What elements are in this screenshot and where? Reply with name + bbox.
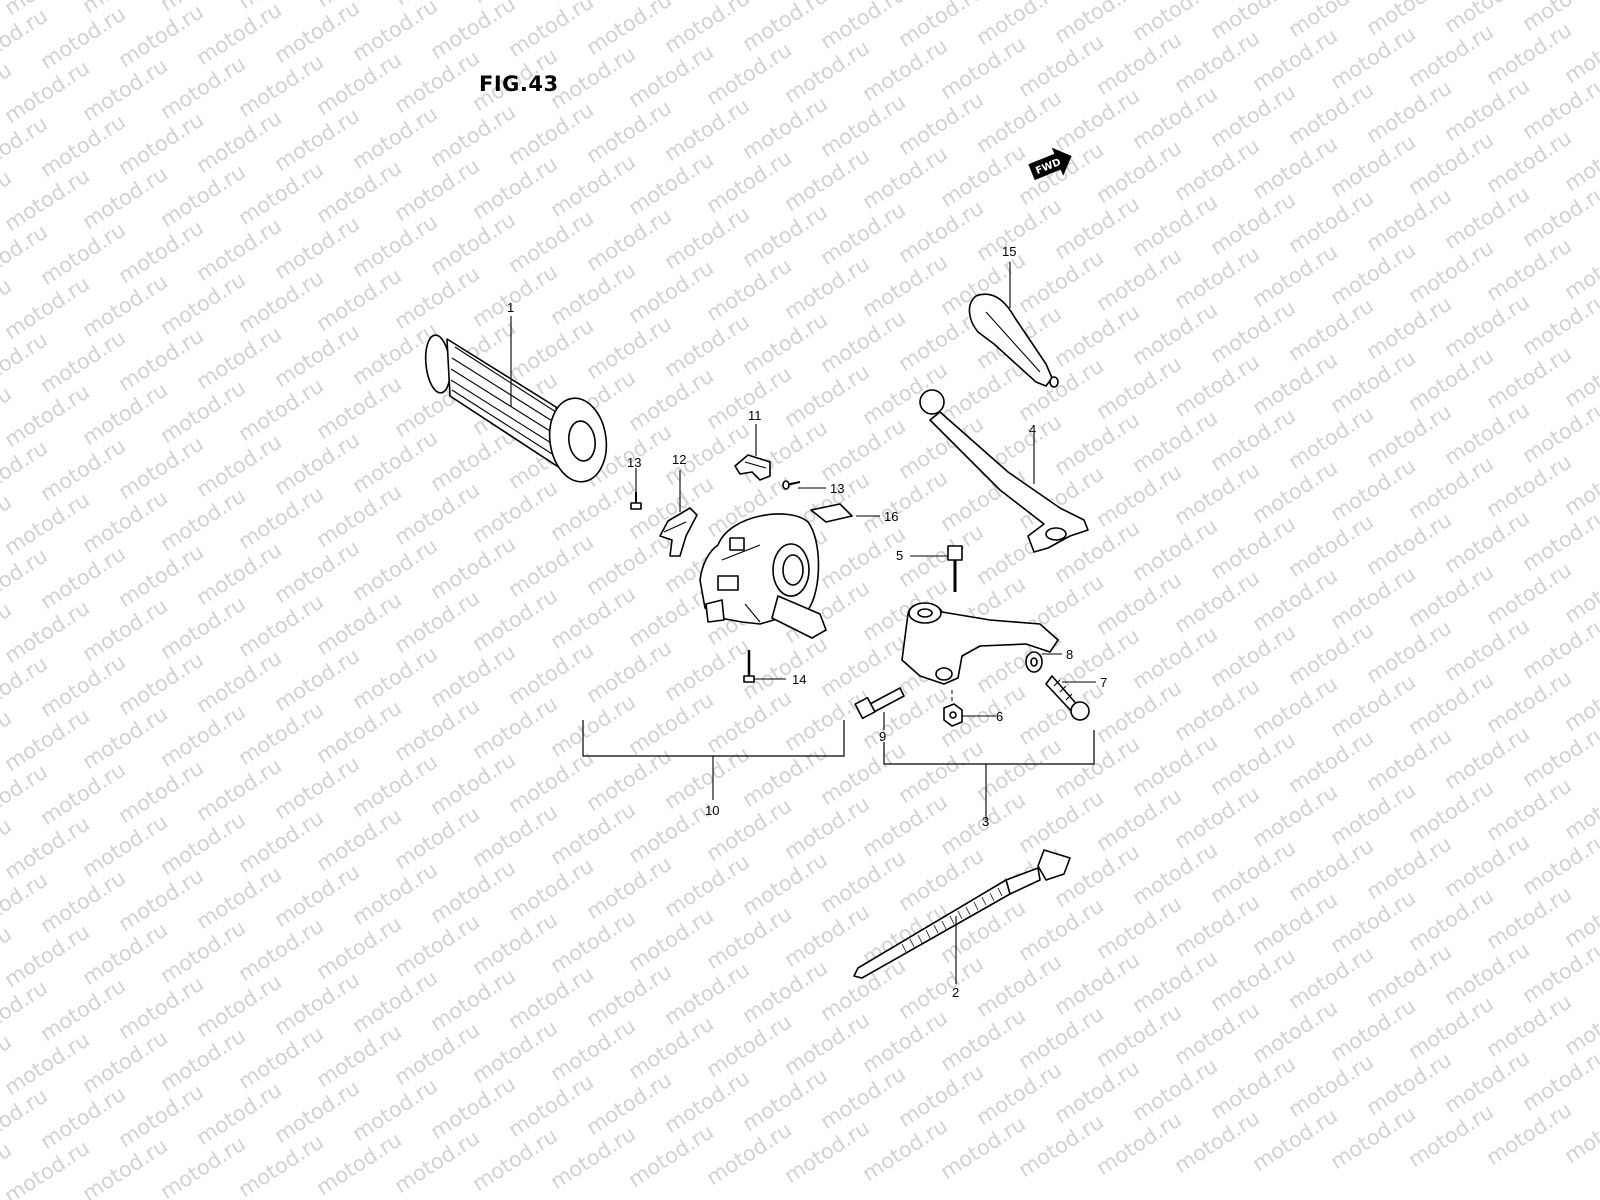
screw-right-part bbox=[782, 480, 801, 490]
switch-screw-part bbox=[743, 650, 755, 683]
callout-10: 10 bbox=[705, 803, 719, 818]
callout-9: 9 bbox=[879, 729, 886, 744]
callout-16: 16 bbox=[884, 509, 898, 524]
callout-7: 7 bbox=[1100, 675, 1107, 690]
adjuster-nut-part bbox=[1025, 651, 1043, 673]
callout-12: 12 bbox=[672, 452, 686, 467]
lever-boot-part bbox=[968, 293, 1059, 388]
forward-arrow-icon: FWD bbox=[1028, 147, 1072, 181]
switch-tab-part bbox=[810, 503, 853, 523]
grip-part bbox=[424, 334, 608, 483]
callout-5: 5 bbox=[896, 548, 903, 563]
switch-knob-upper-part bbox=[734, 454, 771, 481]
clamp-bolt-part bbox=[854, 687, 905, 720]
callout-11: 11 bbox=[748, 408, 762, 423]
lever-holder-part bbox=[901, 602, 1059, 708]
callout-6: 6 bbox=[996, 709, 1003, 724]
callout-3: 3 bbox=[982, 814, 989, 829]
switch-assy-bracket bbox=[582, 720, 845, 800]
adjuster-bolt-part bbox=[1045, 675, 1090, 721]
callout-4: 4 bbox=[1029, 422, 1036, 437]
callout-15: 15 bbox=[1002, 244, 1016, 259]
switch-knob-lower-part bbox=[659, 507, 698, 557]
cable-tie-part bbox=[853, 849, 1071, 979]
pivot-bolt-part bbox=[947, 545, 963, 592]
callout-13-left: 13 bbox=[627, 455, 641, 470]
callout-13-right: 13 bbox=[830, 481, 844, 496]
switch-housing-part bbox=[699, 513, 827, 639]
leader-lines bbox=[510, 262, 1096, 984]
figure-title: FIG.43 bbox=[479, 72, 559, 96]
callout-8: 8 bbox=[1066, 647, 1073, 662]
callout-1: 1 bbox=[507, 300, 514, 315]
lever-holder-assy-bracket bbox=[883, 730, 1095, 820]
callout-14: 14 bbox=[792, 672, 806, 687]
callout-2: 2 bbox=[952, 985, 959, 1000]
screw-left-part bbox=[630, 492, 642, 510]
nut-part bbox=[943, 703, 963, 727]
clutch-lever-part bbox=[919, 389, 1089, 553]
